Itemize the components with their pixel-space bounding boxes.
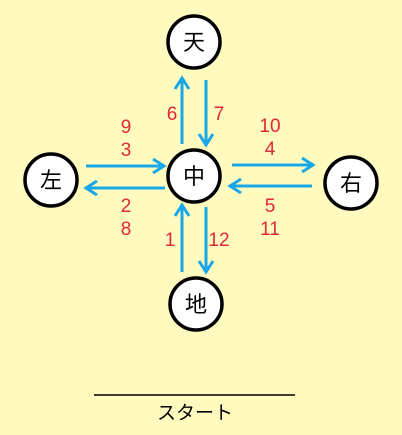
node-migi: 右 bbox=[323, 155, 379, 211]
node-migi-label: 右 bbox=[340, 172, 362, 197]
start-label: スタート bbox=[157, 402, 233, 424]
step-4: 4 bbox=[265, 139, 276, 160]
node-ten: 天 bbox=[166, 14, 222, 70]
node-chi: 地 bbox=[168, 276, 224, 332]
step-7: 7 bbox=[214, 104, 225, 125]
step-8: 8 bbox=[121, 219, 132, 240]
node-hidari: 左 bbox=[23, 152, 79, 208]
step-10: 10 bbox=[259, 116, 280, 137]
step-2: 2 bbox=[121, 196, 132, 217]
node-chi-label: 地 bbox=[185, 293, 207, 318]
arrow-center-to-left bbox=[83, 179, 165, 197]
node-hidari-label: 左 bbox=[40, 169, 62, 194]
node-naka: 中 bbox=[166, 148, 222, 204]
step-12: 12 bbox=[208, 230, 229, 251]
node-ten-label: 天 bbox=[183, 31, 205, 56]
step-5: 5 bbox=[265, 196, 276, 217]
arrow-left-to-center bbox=[86, 157, 167, 175]
arrow-top-to-center bbox=[197, 80, 215, 148]
node-naka-label: 中 bbox=[183, 165, 205, 190]
step-numbers: 6 7 10 4 5 11 9 3 2 8 1 12 bbox=[121, 104, 281, 251]
arrows bbox=[83, 75, 316, 275]
step-3: 3 bbox=[121, 140, 132, 161]
step-6: 6 bbox=[167, 104, 178, 125]
arrow-center-to-right bbox=[232, 156, 316, 174]
step-9: 9 bbox=[121, 117, 132, 138]
step-1: 1 bbox=[165, 230, 176, 251]
arrow-center-to-bottom bbox=[197, 207, 215, 275]
arrow-right-to-center bbox=[227, 177, 312, 195]
step-11: 11 bbox=[260, 219, 280, 240]
arrow-bottom-to-center bbox=[173, 202, 191, 272]
arrow-center-to-top bbox=[173, 75, 191, 144]
